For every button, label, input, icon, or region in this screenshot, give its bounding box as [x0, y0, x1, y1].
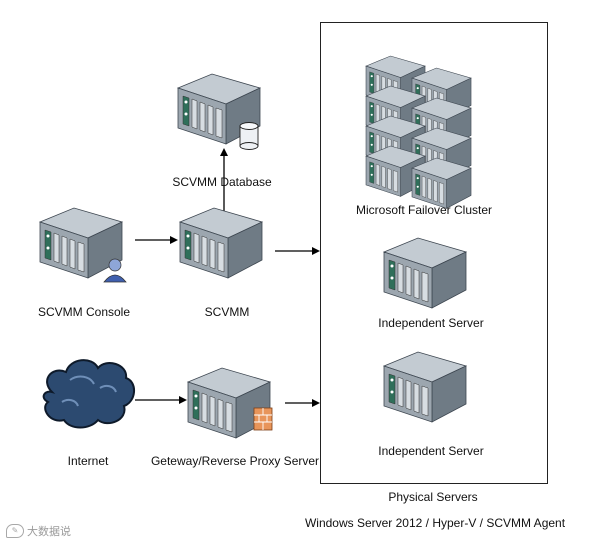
arrowhead [179, 396, 187, 404]
arrowheads [170, 148, 320, 407]
label-physical-servers: Physical Servers [388, 490, 478, 504]
label-independent-server-1: Independent Server [378, 316, 484, 330]
label-group-caption: Windows Server 2012 / Hyper-V / SCVMM Ag… [304, 516, 566, 530]
server-scvmm-icon [179, 207, 263, 279]
chat-bubble-icon: ✎ [6, 524, 24, 538]
label-scvmm: SCVMM [204, 305, 250, 319]
cloud-icon [42, 359, 135, 429]
arrowhead [220, 148, 228, 156]
label-gateway: Geteway/Reverse Proxy Server [150, 454, 320, 468]
label-scvmm-console: SCVMM Console [37, 305, 131, 319]
connectors [135, 155, 312, 404]
physical-servers-group [320, 22, 548, 484]
label-internet: Internet [67, 454, 109, 468]
label-failover-cluster: Microsoft Failover Cluster [355, 203, 493, 217]
user-icon [103, 258, 127, 283]
arrowhead [312, 247, 320, 255]
label-scvmm-database: SCVMM Database [172, 175, 272, 189]
database-cylinder-icon [239, 122, 259, 150]
label-independent-server-2: Independent Server [378, 444, 484, 458]
watermark-text: 大数据说 [27, 526, 71, 538]
arrowhead [170, 236, 178, 244]
firewall-icon [253, 407, 273, 431]
watermark: ✎ 大数据说 [6, 523, 71, 539]
arrowhead [312, 399, 320, 407]
